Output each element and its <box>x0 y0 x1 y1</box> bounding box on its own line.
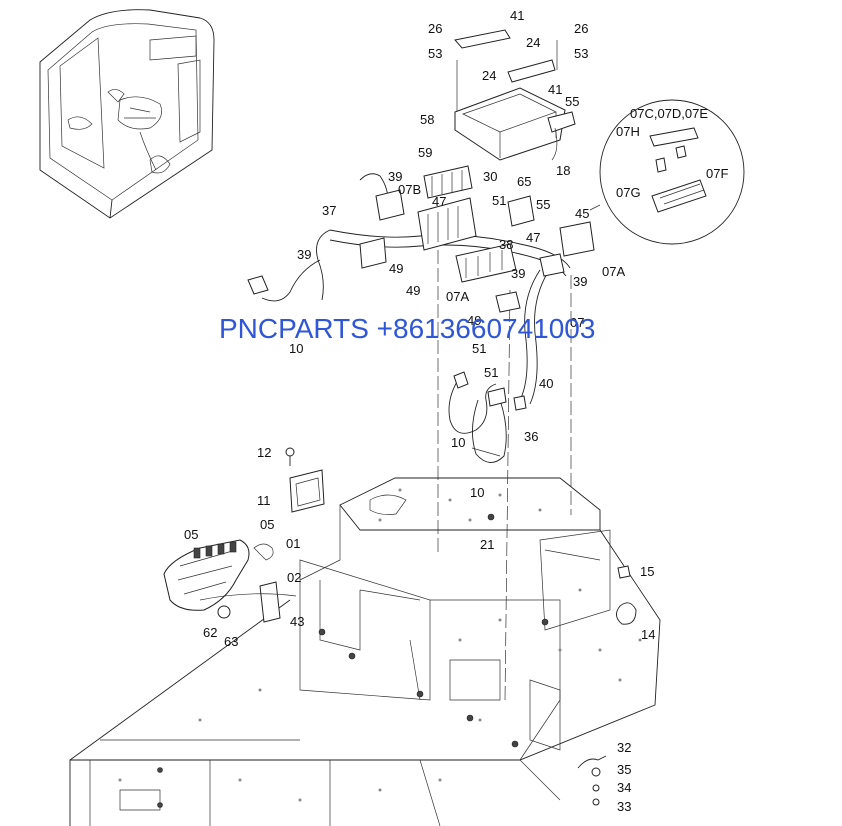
callout-51: 51 <box>492 193 506 208</box>
callout-24: 24 <box>526 35 540 50</box>
callout-14: 14 <box>641 627 655 642</box>
callout-12: 12 <box>257 445 271 460</box>
switch-panel-assembly <box>163 539 297 623</box>
callout-07g: 07G <box>616 185 641 200</box>
bolt-12 <box>285 447 295 466</box>
main-wire-harness <box>247 165 595 405</box>
callout-07c-07d-07e: 07C,07D,07E <box>630 106 708 121</box>
ground-strap-32-35 <box>577 755 607 806</box>
callout-39: 39 <box>388 169 402 184</box>
callout-01: 01 <box>286 536 300 551</box>
callout-07a: 07A <box>602 264 625 279</box>
callout-10: 10 <box>470 485 484 500</box>
callout-07a: 07A <box>446 289 469 304</box>
callout-10: 10 <box>289 341 303 356</box>
callout-45: 45 <box>575 206 589 221</box>
lower-harness <box>448 371 527 463</box>
callout-labels: 41 26 26 53 53 24 24 41 55 58 18 07C,07D… <box>184 8 728 814</box>
leader-lines <box>437 40 572 701</box>
callout-53: 53 <box>428 46 442 61</box>
callout-30: 30 <box>483 169 497 184</box>
callout-49: 49 <box>467 313 481 328</box>
callout-55: 55 <box>536 197 550 212</box>
callout-07f: 07F <box>706 166 728 181</box>
callout-26: 26 <box>428 21 442 36</box>
callout-07: 07 <box>570 315 584 330</box>
callout-36: 36 <box>524 429 538 444</box>
callout-43: 43 <box>290 614 304 629</box>
callout-47: 47 <box>526 230 540 245</box>
callout-33: 33 <box>617 799 631 814</box>
watermark-text: PNCPARTS +8613660741003 <box>219 313 596 344</box>
callout-40: 40 <box>539 376 553 391</box>
cab-inset-illustration <box>39 9 215 219</box>
callout-51: 51 <box>472 341 486 356</box>
callout-58: 58 <box>420 112 434 127</box>
bolt-21 <box>487 513 495 521</box>
callout-53: 53 <box>574 46 588 61</box>
callout-49: 49 <box>406 283 420 298</box>
callout-07h: 07H <box>616 124 640 139</box>
callout-62: 62 <box>203 625 217 640</box>
callout-07b: 07B <box>398 182 421 197</box>
callout-41: 41 <box>548 82 562 97</box>
callout-39: 39 <box>511 266 525 281</box>
callout-18: 18 <box>556 163 570 178</box>
callout-32: 32 <box>617 740 631 755</box>
callout-05: 05 <box>184 527 198 542</box>
callout-47: 47 <box>432 194 446 209</box>
callout-05: 05 <box>260 517 274 532</box>
floor-frame <box>69 477 661 826</box>
callout-35: 35 <box>617 762 631 777</box>
detail-circle-connectors <box>589 99 745 245</box>
callout-41: 41 <box>510 8 524 23</box>
callout-10: 10 <box>451 435 465 450</box>
callout-59: 59 <box>418 145 432 160</box>
callout-02: 02 <box>287 570 301 585</box>
callout-65: 65 <box>517 174 531 189</box>
callout-51: 51 <box>484 365 498 380</box>
bracket-14-15 <box>616 565 637 625</box>
callout-21: 21 <box>480 537 494 552</box>
callout-39: 39 <box>297 247 311 262</box>
callout-39: 39 <box>573 274 587 289</box>
controller-unit-58 <box>454 29 576 161</box>
callout-34: 34 <box>617 780 631 795</box>
cover-11 <box>289 469 325 513</box>
callout-55: 55 <box>565 94 579 109</box>
callout-26: 26 <box>574 21 588 36</box>
callout-15: 15 <box>640 564 654 579</box>
callout-24: 24 <box>482 68 496 83</box>
callout-38: 38 <box>499 237 513 252</box>
callout-63: 63 <box>224 634 238 649</box>
callout-37: 37 <box>322 203 336 218</box>
callout-49: 49 <box>389 261 403 276</box>
callout-11: 11 <box>257 493 271 508</box>
